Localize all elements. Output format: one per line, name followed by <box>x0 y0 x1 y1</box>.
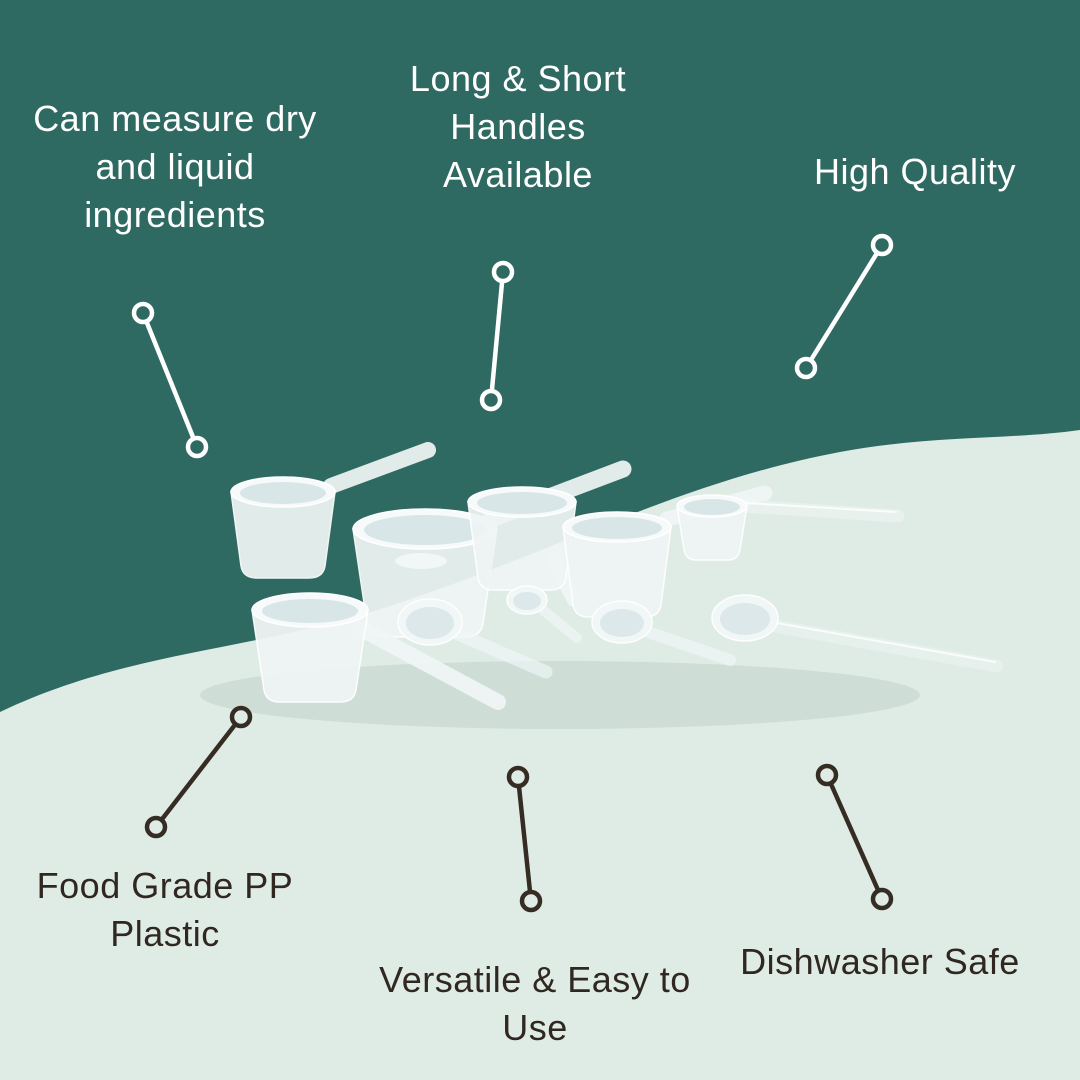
callout-text-line: ingredients <box>84 193 266 235</box>
cup-highlight <box>395 553 447 569</box>
scoop-handle <box>737 499 905 523</box>
measuring-cup-4 <box>562 485 773 618</box>
callout-text-line: Food Grade PP <box>36 865 294 906</box>
cup-interior <box>477 492 567 514</box>
background-bottom-wave <box>0 430 1080 1080</box>
spoon-interior <box>600 609 644 637</box>
spoon-handle-highlight <box>776 622 996 663</box>
leader-line-versatile <box>506 765 543 913</box>
callout-text-line: and liquid <box>95 145 255 187</box>
cup-body <box>251 609 369 703</box>
leader-line-dishwasher <box>815 763 894 911</box>
leader-line-handles <box>479 260 515 412</box>
leader-line-measure <box>131 301 209 459</box>
product-photo-measuring-scoops <box>230 442 1004 710</box>
spoon-handle <box>538 605 582 643</box>
cup-body <box>230 491 336 579</box>
callout-material: Food Grade PP Plastic <box>0 862 330 958</box>
measuring-cup-1 <box>230 442 436 579</box>
callout-text-line: High Quality <box>813 151 1017 192</box>
cup-interior <box>262 599 358 623</box>
leader-line-material <box>144 705 253 839</box>
measuring-cup-front <box>251 592 506 710</box>
measuring-spoon-1 <box>397 598 553 679</box>
callout-text-line: Versatile & Easy to <box>379 959 691 1000</box>
callout-text-line: Available <box>443 153 593 195</box>
cup-body <box>467 501 577 591</box>
callout-handles: Long & Short Handles Available <box>368 55 668 199</box>
leader-line-quality <box>794 233 894 380</box>
callout-text-line: Long & Short <box>409 58 627 99</box>
callout-dishwasher: Dishwasher Safe <box>700 938 1060 986</box>
scoop-interior <box>684 499 740 515</box>
leader-lines <box>131 233 894 913</box>
spoon-interior <box>406 607 454 639</box>
callout-text-line: Dishwasher Safe <box>740 941 1020 982</box>
callout-text-line: Can measure dry <box>33 98 317 139</box>
spoon-interior <box>513 592 541 610</box>
cup-interior <box>240 482 326 504</box>
cup-handle <box>323 442 436 494</box>
callout-text-line: Handles <box>450 105 586 147</box>
callout-text-line: Plastic <box>110 912 220 954</box>
callout-versatile: Versatile & Easy to Use <box>345 956 725 1052</box>
product-shadow <box>200 661 920 729</box>
cup-interior <box>364 515 486 545</box>
spoon-interior <box>720 603 770 635</box>
spoon-handle <box>642 626 736 666</box>
scoop-body <box>676 505 748 561</box>
cup-interior <box>572 517 662 539</box>
measuring-spoon-tiny <box>506 585 582 643</box>
spoon-handle <box>768 619 1004 673</box>
measuring-spoon-long-handle <box>711 594 1004 673</box>
scoop-handle-highlight <box>745 502 897 513</box>
measuring-scoop-long-handle <box>676 494 905 561</box>
cup-handle <box>352 620 506 710</box>
spoon-handle <box>451 627 553 679</box>
callout-text-line: Use <box>502 1006 568 1048</box>
callout-quality: High Quality <box>765 148 1065 196</box>
measuring-spoon-2 <box>591 600 736 666</box>
measuring-cup-3 <box>467 486 581 607</box>
callout-measure: Can measure dry and liquid ingredients <box>5 95 345 239</box>
